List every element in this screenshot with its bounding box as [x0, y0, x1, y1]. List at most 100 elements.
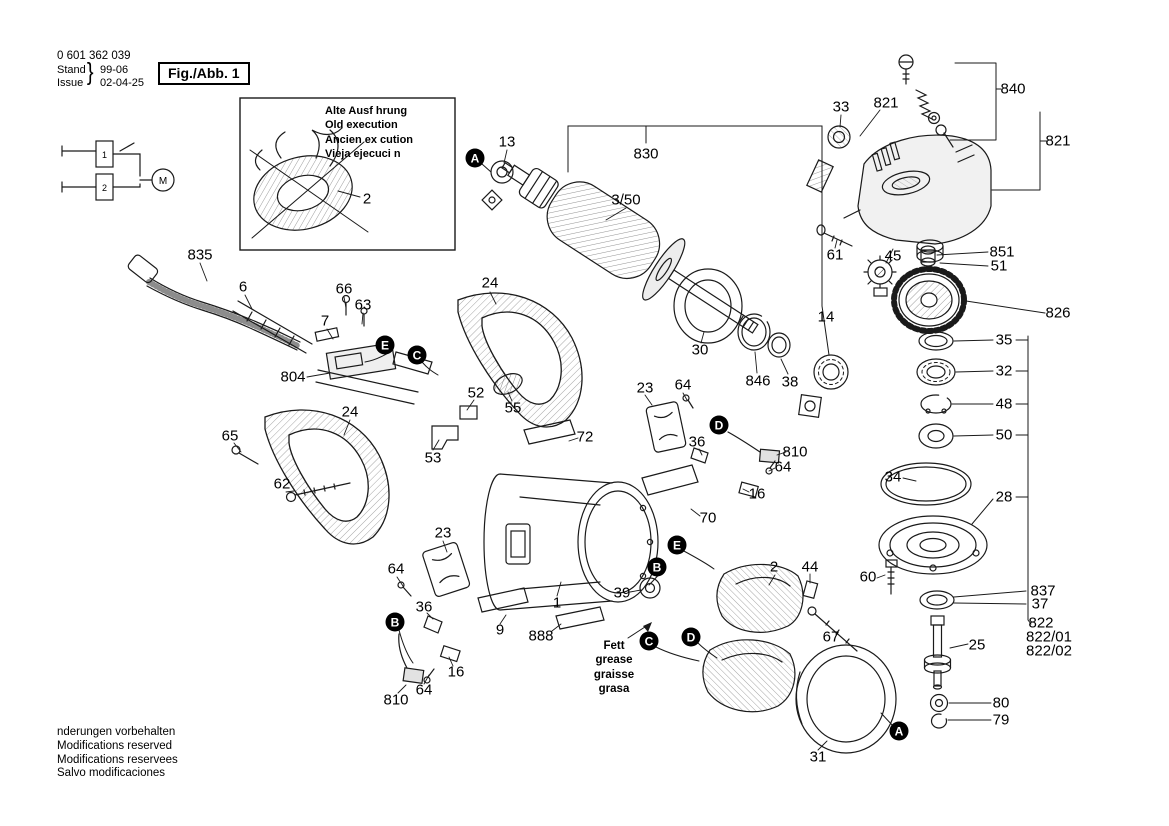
- part-callout-52: 52: [467, 384, 485, 402]
- part-callout-64: 64: [674, 376, 692, 394]
- grease-note: Fett grease graisse grasa: [594, 639, 634, 697]
- part-callout-72: 72: [576, 428, 594, 446]
- modifications-line-de: nderungen vorbehalten: [57, 726, 176, 738]
- part-callout-24: 24: [341, 403, 359, 421]
- brush-holder-right-drawing: [645, 394, 858, 652]
- leader-lines: [199, 109, 992, 751]
- part-callout-6: 6: [238, 278, 248, 296]
- modifications-line-en: Modifications reserved: [57, 739, 173, 752]
- part-callout-34: 34: [884, 468, 902, 486]
- grease-arrow: [627, 622, 652, 639]
- part-callout-822-02: 822/02: [1026, 642, 1072, 660]
- part-number: 0 601 362 039: [57, 50, 131, 62]
- stand-label: Stand: [57, 64, 86, 76]
- stator-ring-drawing: [795, 644, 897, 754]
- part-callout-851: 851: [989, 243, 1015, 261]
- old-version-line-de: Alte Ausf hrung: [325, 105, 408, 117]
- spindle-lock-parts-drawing: [898, 54, 954, 148]
- part-callout-45: 45: [884, 247, 902, 265]
- gear-head-housing-drawing: [843, 134, 992, 263]
- match-letter-C: C: [407, 345, 427, 365]
- part-callout-804: 804: [280, 368, 306, 386]
- stand-value: 99-06: [100, 64, 129, 76]
- part-callout-64: 64: [774, 458, 792, 476]
- figure-label: Fig./Abb. 1: [158, 62, 250, 85]
- bracket-lines: [567, 62, 1048, 625]
- part-callout-835: 835: [187, 246, 213, 264]
- part-callout-64: 64: [415, 681, 433, 699]
- part-callout-810: 810: [782, 443, 808, 461]
- part-callout-30: 30: [691, 341, 709, 359]
- part-callout-36: 36: [688, 433, 706, 451]
- inset-old-version-drawing: [239, 97, 456, 251]
- part-callout-16: 16: [748, 485, 766, 503]
- part-callout-846: 846: [745, 372, 771, 390]
- brush-holder-left-drawing: [397, 542, 471, 685]
- part-callout-826: 826: [1045, 304, 1071, 322]
- part-callout-39: 39: [613, 584, 631, 602]
- part-callout-821: 821: [873, 94, 899, 112]
- wiring-schematic-drawing: M 1 2: [61, 140, 175, 201]
- match-letter-D: D: [681, 627, 701, 647]
- part-callout-79: 79: [992, 711, 1010, 729]
- motor-housing-drawing: [483, 473, 659, 611]
- modifications-note: nderungen vorbehalten Modifications rese…: [57, 726, 178, 781]
- grease-line-fr: graisse: [593, 668, 635, 681]
- match-letter-wires: [364, 163, 894, 727]
- part-callout-2: 2: [769, 558, 779, 576]
- field-coil-drawing: [702, 563, 804, 713]
- part-callout-80: 80: [992, 694, 1010, 712]
- part-callout-53: 53: [424, 449, 442, 467]
- motor-symbol-label: M: [159, 176, 167, 187]
- label-stickers-drawing: [477, 419, 699, 630]
- part-callout-51: 51: [990, 257, 1008, 275]
- match-letter-C: C: [639, 631, 659, 651]
- match-letter-A: A: [465, 148, 485, 168]
- part-callout-2: 2: [362, 190, 372, 208]
- header-brace: }: [86, 58, 94, 86]
- part-callout-38: 38: [781, 373, 799, 391]
- part-callout-35: 35: [995, 331, 1013, 349]
- part-callout-64: 64: [387, 560, 405, 578]
- part-callout-7: 7: [320, 312, 330, 330]
- bearing-stack-drawing: [878, 331, 988, 610]
- part-callout-61: 61: [826, 246, 844, 264]
- old-version-line-fr: Ancien ex cution: [325, 133, 414, 146]
- part-callout-837: 837: [1030, 582, 1056, 600]
- bevel-gear-drawing: [891, 266, 967, 334]
- spindle-drawing: [885, 559, 952, 729]
- match-letter-A: A: [889, 721, 909, 741]
- part-callout-33: 33: [832, 98, 850, 116]
- part-callout-822-01: 822/01: [1026, 628, 1072, 646]
- match-letter-B: B: [647, 557, 667, 577]
- part-callout-821: 821: [1045, 132, 1071, 150]
- part-callout-31: 31: [809, 748, 827, 766]
- match-letter-D: D: [709, 415, 729, 435]
- issue-label: Issue: [57, 77, 84, 89]
- part-callout-9: 9: [495, 621, 505, 639]
- part-callout-810: 810: [383, 691, 409, 709]
- part-callout-67: 67: [822, 628, 840, 646]
- part-callout-28: 28: [995, 488, 1013, 506]
- old-version-note: Alte Ausf hrung Old execution Ancien ex …: [325, 104, 413, 161]
- part-callout-50: 50: [995, 426, 1013, 444]
- shaft-washers-drawing: [673, 268, 849, 418]
- part-callout-888: 888: [528, 627, 554, 645]
- part-callout-65: 65: [221, 427, 239, 445]
- modifications-line-fr: Modifications reservees: [57, 753, 178, 766]
- part-callout-55: 55: [504, 399, 522, 417]
- schematic-terminal-1: 1: [102, 150, 107, 160]
- modifications-line-es: Salvo modificaciones: [57, 767, 166, 780]
- part-callout-24: 24: [481, 274, 499, 292]
- part-callout-3-50: 3/50: [611, 191, 641, 209]
- old-version-line-es: Vieja ejecuci n: [325, 147, 401, 160]
- match-letter-B: B: [385, 612, 405, 632]
- old-version-line-en: Old execution: [325, 119, 398, 132]
- part-callout-44: 44: [801, 558, 819, 576]
- part-callout-830: 830: [633, 145, 659, 163]
- grease-line-de: Fett: [603, 640, 625, 652]
- match-letter-E: E: [375, 335, 395, 355]
- part-callout-70: 70: [699, 509, 717, 527]
- part-callout-23: 23: [636, 379, 654, 397]
